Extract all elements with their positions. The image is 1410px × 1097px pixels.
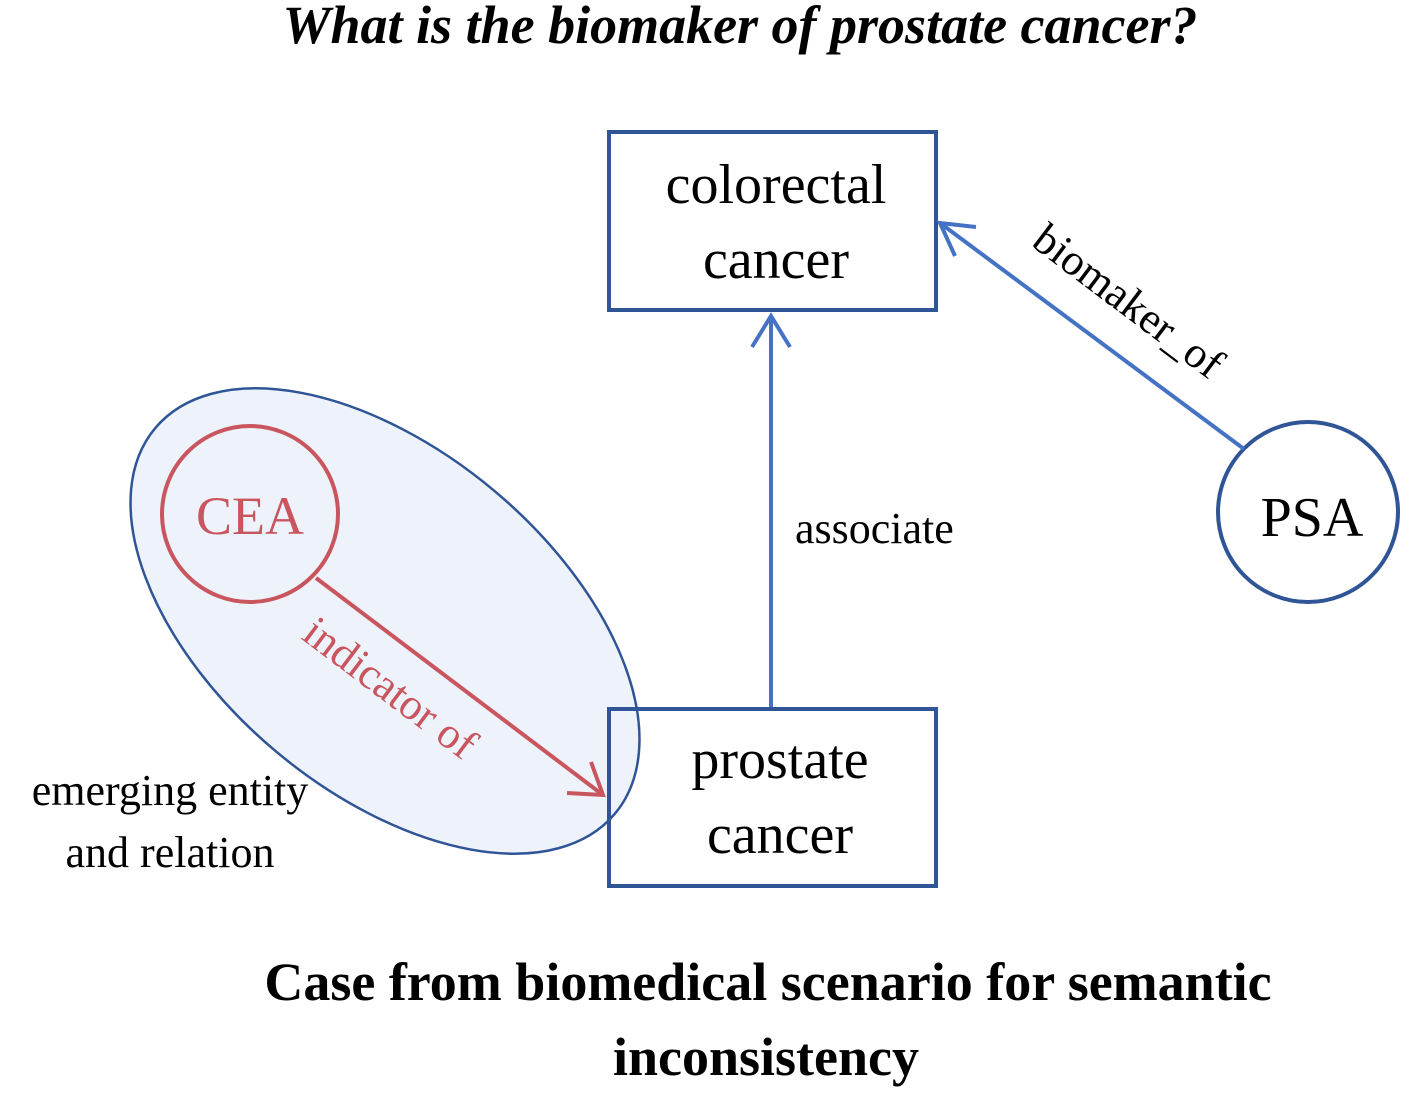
associate-arrowhead xyxy=(750,312,792,349)
biomaker-of-arrowhead xyxy=(936,220,977,257)
colorectal-cancer-node[interactable] xyxy=(607,130,938,312)
prostate-cancer-label-line2: cancer xyxy=(707,804,853,866)
colorectal-cancer-label-line1: colorectal xyxy=(666,154,887,216)
caption-line1: Case from biomedical scenario for semant… xyxy=(264,952,1271,1012)
prostate-cancer-node[interactable] xyxy=(607,707,938,888)
associate-edge-label: associate xyxy=(795,504,954,553)
indicator-of-arrowhead xyxy=(566,761,606,798)
prostate-cancer-label-line1: prostate xyxy=(691,729,868,791)
biomaker-of-edge xyxy=(938,221,1246,451)
question-title: What is the biomaker of prostate cancer? xyxy=(283,0,1198,55)
annotation-line1: emerging entity xyxy=(32,766,309,815)
annotation-line2: and relation xyxy=(66,828,275,877)
psa-label: PSA xyxy=(1261,487,1364,549)
colorectal-cancer-label-line2: cancer xyxy=(703,229,849,291)
indicator-of-edge xyxy=(314,576,605,797)
cea-label: CEA xyxy=(196,486,304,546)
cea-node[interactable] xyxy=(160,424,340,604)
caption-line2: inconsistency xyxy=(613,1027,919,1087)
emerging-entity-highlight xyxy=(129,387,641,855)
psa-node[interactable] xyxy=(1216,420,1400,604)
